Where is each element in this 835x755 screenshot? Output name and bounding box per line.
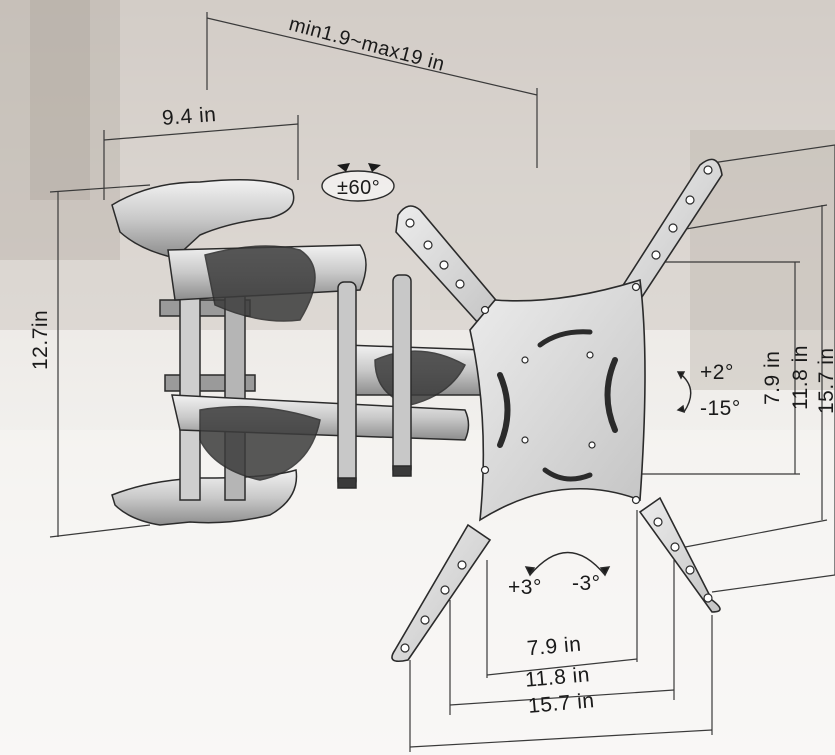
arm-extension-dimension	[206, 12, 538, 168]
level-plus-label: +3°	[508, 576, 542, 599]
wall-plate	[111, 179, 298, 526]
level-rotation-arrow-icon	[524, 551, 611, 577]
articulating-arm	[167, 244, 491, 489]
vesa-vertical-large-label: 15.7 in	[815, 347, 835, 414]
vesa-vertical-dimensions	[640, 144, 835, 593]
vesa-horizontal-dimensions	[409, 510, 713, 752]
bracket-holes	[400, 165, 713, 653]
wall-plate-height-label: 12.7in	[29, 309, 52, 370]
wall-plate-height-dimension	[49, 184, 151, 538]
vesa-horizontal-large-label: 15.7 in	[527, 689, 596, 718]
tilt-up-label: +2°	[700, 361, 734, 384]
tilt-down-label: -15°	[700, 397, 741, 420]
swivel-indicator	[321, 163, 395, 202]
swivel-angle-label: ±60°	[337, 177, 381, 199]
vesa-vertical-small-label: 7.9 in	[761, 350, 784, 405]
tilt-arrow-icon	[676, 371, 692, 414]
wall-plate-width-label: 9.4 in	[161, 103, 218, 130]
vesa-horizontal-medium-label: 11.8 in	[524, 663, 591, 692]
level-minus-label: -3°	[572, 572, 601, 595]
vesa-horizontal-small-label: 7.9 in	[526, 632, 583, 661]
vesa-vertical-medium-label: 11.8 in	[789, 345, 812, 410]
dimension-lines	[49, 12, 835, 752]
tv-bracket	[391, 158, 723, 663]
